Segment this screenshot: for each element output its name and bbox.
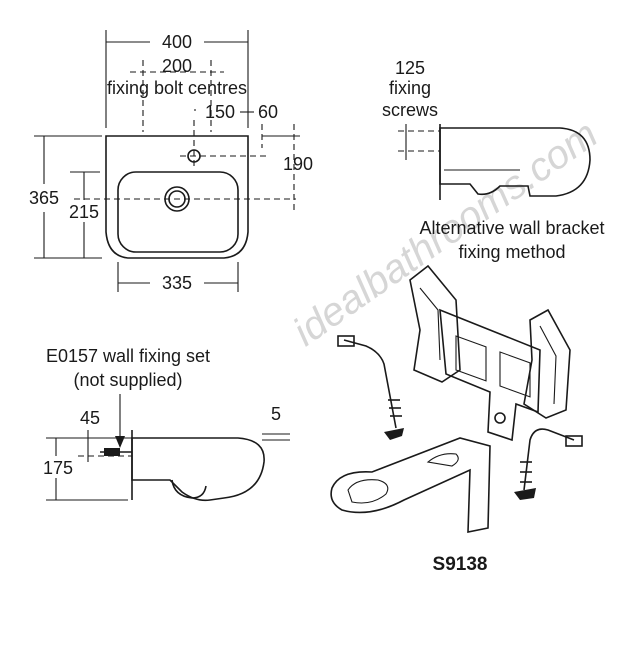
bracket-code-label: S9138 xyxy=(433,554,488,575)
bracket-lower-arm xyxy=(330,437,491,533)
bolt-centres-label: fixing bolt centres xyxy=(107,78,247,98)
left-rod-end xyxy=(337,335,355,347)
bracket-back-plate xyxy=(439,308,541,442)
bracket-window-right xyxy=(499,351,531,398)
basin-bowl-outline xyxy=(117,171,239,253)
fixing-set-arrow-head xyxy=(115,436,125,448)
fixing-screws-label-1: fixing xyxy=(389,78,431,98)
bracket-window-left xyxy=(455,335,487,382)
basin-side-profile-top xyxy=(439,127,591,197)
right-fixing-rod xyxy=(523,428,575,491)
bracket-right-arm-inner xyxy=(539,325,557,405)
lower-arm-slot xyxy=(426,453,459,467)
dim-125-label: 125 xyxy=(395,58,425,78)
wall-fixing-set-label-2: (not supplied) xyxy=(73,370,182,390)
fixing-screws-label-2: screws xyxy=(382,100,438,120)
basin-front-view: 400 200 fixing bolt centres 150 60 190 3… xyxy=(29,30,313,293)
basin-side-view-top: 125 fixing screws Alternative wall brack… xyxy=(382,58,605,262)
basin-front-outline xyxy=(105,135,249,259)
basin-side-view-bottom: E0157 wall fixing set (not supplied) 45 … xyxy=(43,346,290,502)
fixing-bolt-thread xyxy=(104,448,120,456)
left-wing-nut xyxy=(384,428,404,440)
dim-45-label: 45 xyxy=(80,408,100,428)
dim-175-label: 175 xyxy=(43,458,73,478)
dim-365-label: 365 xyxy=(29,188,59,208)
alt-bracket-caption-1: Alternative wall bracket xyxy=(419,218,604,238)
alt-bracket-caption-2: fixing method xyxy=(458,242,565,262)
basin-trap-curve xyxy=(171,479,207,499)
wall-bracket-iso: S9138 xyxy=(330,264,583,575)
dim-200-label: 200 xyxy=(162,56,192,76)
bracket-center-hole xyxy=(494,412,506,424)
bracket-right-arm xyxy=(523,308,571,419)
right-rod-end xyxy=(565,435,583,447)
dim-400-label: 400 xyxy=(162,32,192,52)
dim-335-label: 335 xyxy=(162,273,192,293)
dim-150-label: 150 xyxy=(205,102,235,122)
bracket-left-arm xyxy=(409,264,461,383)
left-fixing-rod xyxy=(343,339,397,429)
wall-fixing-set-label-1: E0157 wall fixing set xyxy=(46,346,210,366)
dim-60-label: 60 xyxy=(258,102,278,122)
bracket-left-arm-inner xyxy=(419,287,441,361)
right-wing-nut xyxy=(514,488,536,500)
dim-190-label: 190 xyxy=(283,154,313,174)
basin-side-profile-bottom xyxy=(131,437,265,502)
lower-arm-ring xyxy=(347,479,389,504)
dim-215-label: 215 xyxy=(69,202,99,222)
dim-5-label: 5 xyxy=(271,404,281,424)
